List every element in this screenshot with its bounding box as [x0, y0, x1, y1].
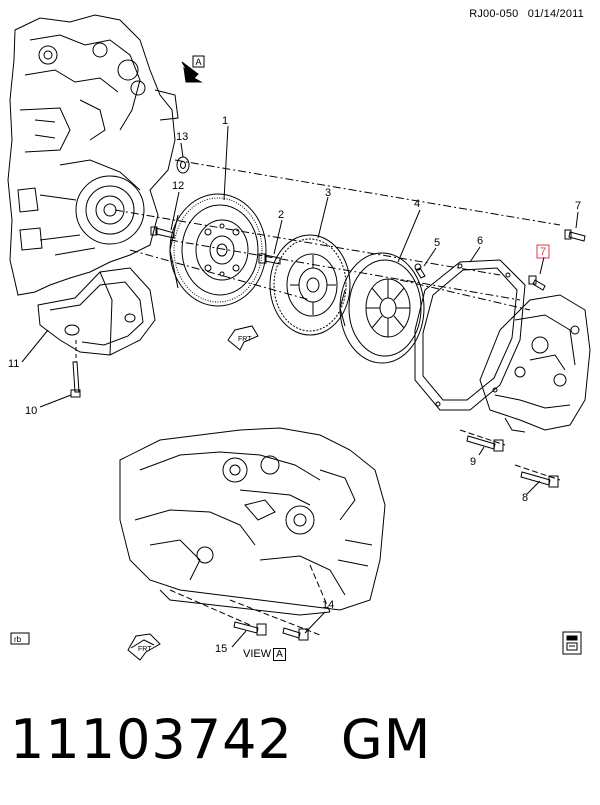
diagram-date: 01/14/2011 [527, 8, 584, 20]
assembly-centerlines [114, 159, 561, 311]
transmission-housing [479, 294, 591, 433]
lower-bracket [37, 267, 156, 356]
callout-9: 9 [470, 456, 476, 468]
callout-11: 11 [8, 358, 19, 370]
callout-6: 6 [477, 235, 483, 247]
bolt-8 [520, 471, 559, 488]
clutch-disc [269, 234, 351, 336]
callout-15: 15 [215, 643, 227, 655]
engine-block-lower [119, 427, 386, 616]
manufacturer: GM [340, 708, 432, 771]
bolt-15 [233, 621, 267, 636]
callout-3: 3 [325, 187, 331, 199]
callout-14: 14 [322, 599, 334, 611]
diagram-code: RJ00-050 [469, 8, 519, 20]
bolt-12 [150, 226, 175, 239]
view-label-text: VIEW [243, 648, 272, 660]
pressure-plate [339, 252, 425, 364]
front-arrow-middle: FRT [227, 325, 259, 351]
document-icon [562, 631, 582, 655]
engine-block-upper [7, 14, 179, 296]
callout-5: 5 [434, 237, 440, 249]
bolt-7-lower [528, 275, 546, 291]
view-label-letter: A [273, 648, 286, 661]
rb-tag-box [10, 632, 30, 645]
bolt-guide-lines-right [459, 429, 561, 481]
callout-8: 8 [522, 492, 528, 504]
callout-7-highlight-box [536, 244, 550, 259]
bolt-7-upper [564, 229, 586, 242]
bracket-bolt [70, 361, 81, 398]
part-number-line: 11103742 GM [10, 700, 590, 780]
washer-13 [176, 156, 190, 174]
flywheel [169, 193, 267, 307]
view-a-direction-arrow: A [181, 55, 205, 83]
rb-tag: rb [14, 635, 22, 644]
bolt-14 [282, 627, 309, 641]
bolt-guide-lines-lower [169, 564, 331, 636]
view-a-letter: A [196, 57, 202, 67]
callout-numbers: 1 2 3 4 5 6 7 7 8 9 10 11 12 13 14 15 [8, 115, 581, 655]
callout-13: 13 [176, 131, 188, 143]
callout-12: 12 [172, 180, 184, 192]
exploded-clutch-diagram: A [7, 14, 591, 661]
callout-4: 4 [414, 198, 420, 210]
callout-2: 2 [278, 209, 284, 221]
front-arrow-text: FRT [238, 336, 252, 343]
callout-7-upper: 7 [575, 200, 581, 212]
callout-leaders [21, 125, 579, 648]
front-arrow-lower: FRT [127, 633, 161, 661]
part-number: 11103742 [10, 708, 293, 771]
bolt-9 [466, 435, 504, 452]
callout-7-highlighted: 7 [540, 246, 546, 258]
pressure-plate-bolt [414, 263, 426, 279]
front-arrow-lower-text: FRT [138, 646, 152, 653]
diagram-header: RJ00-050 01/14/2011 [463, 8, 584, 20]
callout-1: 1 [222, 115, 228, 127]
clutch-housing-plate [414, 259, 526, 411]
callout-10: 10 [25, 405, 37, 417]
flywheel-bolt [258, 253, 281, 265]
